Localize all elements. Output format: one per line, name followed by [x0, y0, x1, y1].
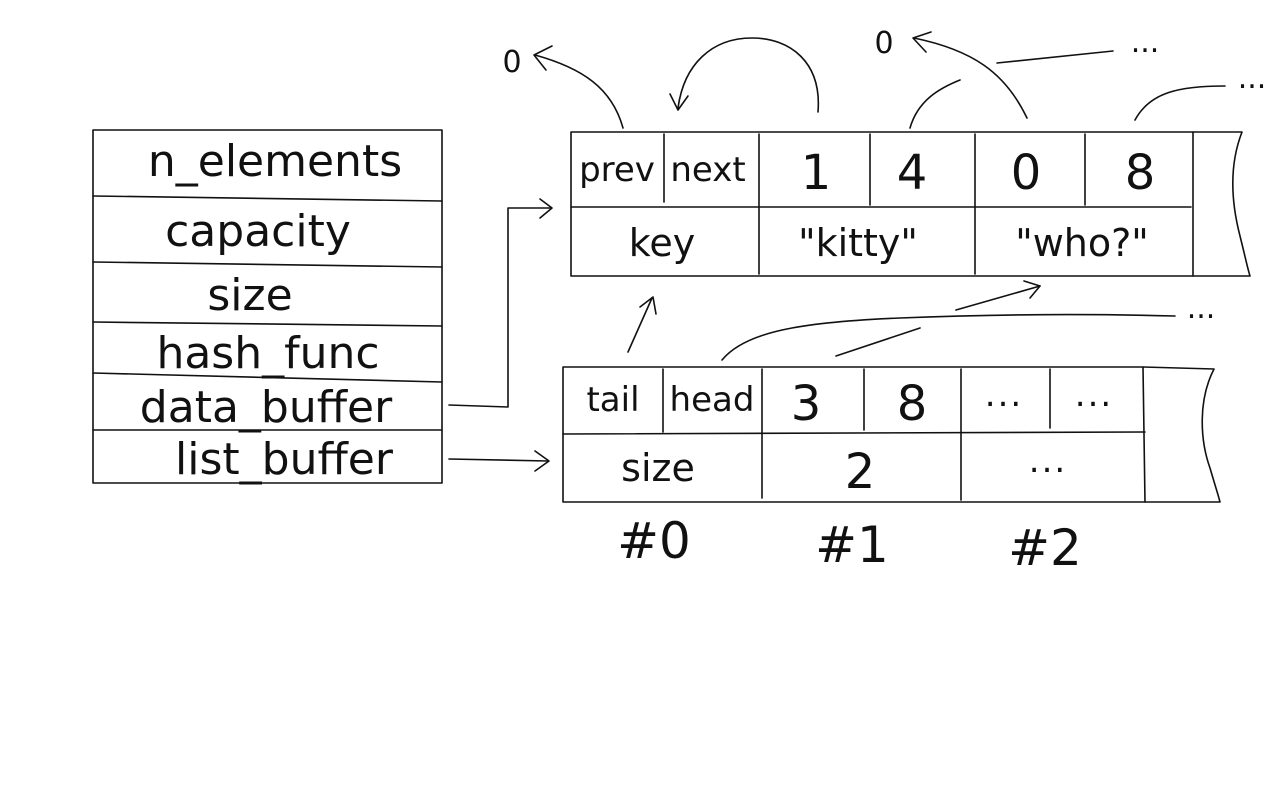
- struct-divider: [92, 195, 443, 202]
- list-header-head: head: [670, 380, 755, 420]
- null-label: 0: [502, 45, 521, 80]
- struct-divider: [92, 321, 443, 327]
- field-capacity: capacity: [165, 206, 351, 257]
- list-cell: ...: [1075, 375, 1113, 415]
- prev-null-arrow: 0: [502, 45, 624, 129]
- field-hash-func: hash_func: [156, 328, 379, 379]
- row-divider: [562, 431, 1146, 435]
- null-label: 0: [874, 26, 893, 61]
- bucket-index: #2: [1008, 519, 1082, 577]
- list-cell: 8: [897, 376, 928, 432]
- field-size: size: [207, 270, 292, 321]
- list-header-tail: tail: [586, 380, 639, 420]
- list-cell: ...: [985, 375, 1023, 415]
- trailing-dots: ...: [1238, 61, 1267, 96]
- field-n-elements: n_elements: [148, 136, 402, 187]
- arrowhead: [1023, 280, 1041, 299]
- data-header-key: key: [629, 221, 696, 265]
- struct-divider: [92, 261, 443, 268]
- list-buffer-pointer: [448, 450, 550, 472]
- data-key-cell: 4: [897, 145, 928, 201]
- data-header-prev: prev: [579, 150, 655, 190]
- field-data-buffer: data_buffer: [140, 382, 393, 433]
- arrowhead: [533, 45, 553, 71]
- struct-divider: [92, 372, 443, 383]
- list-buffer-continuation: [1142, 366, 1221, 503]
- bucket-index: #0: [617, 512, 691, 570]
- data-key-cell: 0: [1011, 145, 1042, 201]
- list-buffer: tail head 3 8 ... ... size 2 ...: [562, 366, 1221, 503]
- field-list-buffer: list_buffer: [175, 434, 394, 485]
- list-size-cell: 2: [845, 444, 876, 500]
- list-size-cell: ...: [1029, 441, 1067, 481]
- data-value-cell: "who?": [1015, 221, 1149, 265]
- struct-outline: [92, 129, 443, 484]
- arrowhead: [534, 450, 550, 472]
- link-null-arrow: 0: [874, 26, 1028, 129]
- struct-box: n_elements capacity size hash_func data_…: [92, 129, 443, 485]
- arrowhead: [912, 31, 932, 53]
- list-cell: 3: [791, 376, 822, 432]
- trailing-dots: ...: [1131, 25, 1160, 60]
- bucket-index: #1: [815, 516, 889, 574]
- trailing-dots: ...: [1187, 291, 1216, 326]
- head-to-data-arrow: ...: [721, 280, 1216, 361]
- data-buffer-continuation: [1192, 131, 1251, 277]
- arrowhead: [639, 296, 657, 315]
- trailing-link: ...: [1134, 61, 1267, 121]
- trailing-link: ...: [996, 25, 1160, 64]
- data-key-cell: 8: [1125, 145, 1156, 201]
- data-key-cell: 1: [801, 145, 832, 201]
- data-buffer-pointer: [448, 198, 553, 408]
- next-link-arrow: [669, 37, 820, 113]
- data-value-cell: "kitty": [798, 221, 918, 265]
- data-buffer: prev next 1 4 0 8 key "kitty" "who?": [570, 131, 1251, 277]
- tail-to-data-arrow: [627, 296, 657, 353]
- data-header-next: next: [670, 150, 745, 190]
- arrowhead: [669, 93, 689, 111]
- arrowhead: [539, 198, 553, 219]
- list-header-size: size: [621, 446, 695, 490]
